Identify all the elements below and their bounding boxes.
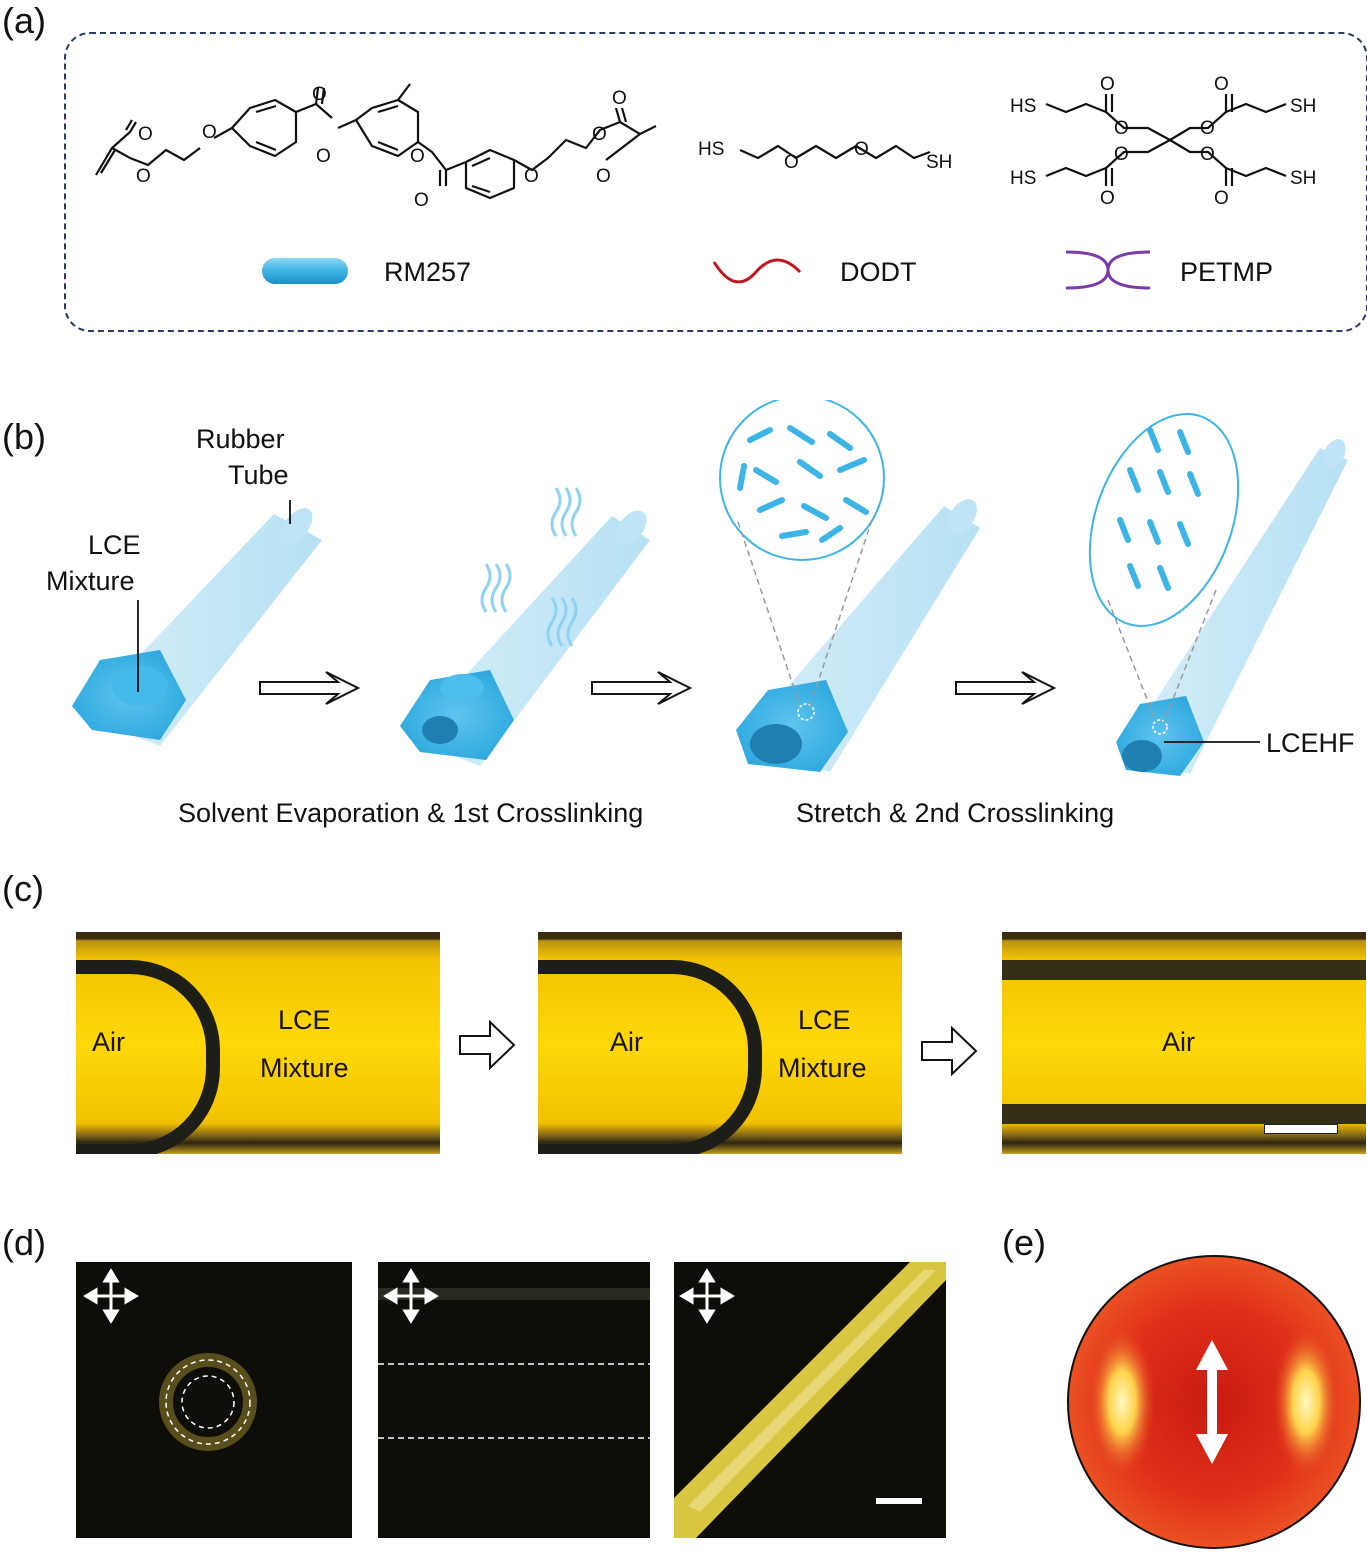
atom-o: O xyxy=(312,84,327,105)
polarizer-cross-icon xyxy=(383,1268,439,1324)
label-mixture-1: Mixture xyxy=(260,1053,349,1083)
arrow-right-icon xyxy=(459,1020,516,1070)
micrograph-c-2: Air LCE Mixture xyxy=(538,932,902,1154)
legend-petmp: PETMP xyxy=(1180,257,1273,287)
label-mixture-2: Mixture xyxy=(778,1053,867,1083)
atom-o: O xyxy=(1100,188,1115,209)
atom-o: O xyxy=(138,124,153,145)
pom-diagonal xyxy=(674,1262,946,1538)
atom-o: O xyxy=(316,146,331,167)
atom-o: O xyxy=(524,166,539,187)
panel-label-e: (e) xyxy=(1002,1222,1046,1263)
atom-sh: SH xyxy=(926,152,952,173)
atom-o: O xyxy=(1200,144,1215,165)
pom-parallel xyxy=(378,1262,650,1538)
legend-rm257: RM257 xyxy=(384,257,471,287)
zoom-circle-random xyxy=(719,400,885,561)
atom-hs: HS xyxy=(698,139,724,160)
polarizer-cross-icon xyxy=(83,1268,139,1324)
label-rubber-tube-2: Tube xyxy=(228,460,289,490)
label-rubber-tube-1: Rubber xyxy=(196,424,285,454)
atom-o: O xyxy=(592,124,607,145)
atom-o: O xyxy=(854,139,869,160)
atom-o: O xyxy=(784,152,799,173)
tube-stage-1 xyxy=(72,508,322,746)
atom-hs: HS xyxy=(1010,168,1036,189)
panel-a-structures: O O O O O O O O O O O HS O O SH HS SH HS… xyxy=(95,74,1316,290)
atom-o: O xyxy=(1100,74,1115,95)
label-lcehf: LCEHF xyxy=(1266,728,1355,758)
atom-o: O xyxy=(410,146,425,167)
label-air-3: Air xyxy=(1162,1027,1195,1057)
caption-step-1: Solvent Evaporation & 1st Crosslinking xyxy=(178,798,644,828)
panel-label-d: (d) xyxy=(2,1222,46,1263)
waxs-pattern xyxy=(1067,1255,1361,1549)
caption-step-2: Stretch & 2nd Crosslinking xyxy=(796,798,1115,828)
atom-o: O xyxy=(202,122,217,143)
scale-bar xyxy=(876,1498,922,1504)
aligned-mesogens xyxy=(1117,427,1201,591)
label-air-2: Air xyxy=(610,1027,643,1057)
random-mesogens xyxy=(737,425,869,543)
process-arrow-icon xyxy=(259,671,1057,705)
label-lce-mixture-1: LCE xyxy=(88,530,141,560)
label-lce-mixture-2: Mixture xyxy=(46,566,135,596)
zoom-ellipse-aligned xyxy=(1088,413,1240,627)
atom-sh: SH xyxy=(1290,168,1316,189)
atom-o: O xyxy=(1214,188,1229,209)
panel-b-schematic xyxy=(72,400,1348,776)
atom-o: O xyxy=(1114,118,1129,139)
label-air-1: Air xyxy=(92,1027,125,1057)
atom-o: O xyxy=(1114,144,1129,165)
atom-o: O xyxy=(1214,74,1229,95)
arrow-right-icon xyxy=(921,1026,978,1076)
panel-label-b: (b) xyxy=(2,416,46,457)
label-lce-1: LCE xyxy=(278,1005,331,1035)
atom-o: O xyxy=(136,166,151,187)
micrograph-c-3: Air xyxy=(1002,932,1366,1154)
micrograph-c-1: Air LCE Mixture xyxy=(76,932,440,1154)
atom-o: O xyxy=(414,190,429,211)
atom-o: O xyxy=(596,166,611,187)
tube-stage-4 xyxy=(1116,439,1348,776)
atom-hs: HS xyxy=(1010,96,1036,117)
pom-cross-section xyxy=(76,1262,352,1538)
rm257-rod-icon xyxy=(262,258,348,284)
legend-dodt: DODT xyxy=(840,257,917,287)
panel-label-a: (a) xyxy=(2,0,46,41)
atom-o: O xyxy=(612,88,627,109)
dodt-chain-icon xyxy=(712,258,802,284)
scale-bar xyxy=(1264,1124,1338,1134)
label-lce-2: LCE xyxy=(798,1005,851,1035)
double-arrow-icon xyxy=(1196,1340,1228,1464)
vapor-icon xyxy=(480,487,582,647)
atom-o: O xyxy=(1200,118,1215,139)
tube-stage-2 xyxy=(400,510,650,766)
polarizer-cross-icon xyxy=(679,1268,735,1324)
atom-sh: SH xyxy=(1290,96,1316,117)
petmp-crosslinker-icon xyxy=(1065,250,1151,290)
panel-label-c: (c) xyxy=(2,868,44,909)
